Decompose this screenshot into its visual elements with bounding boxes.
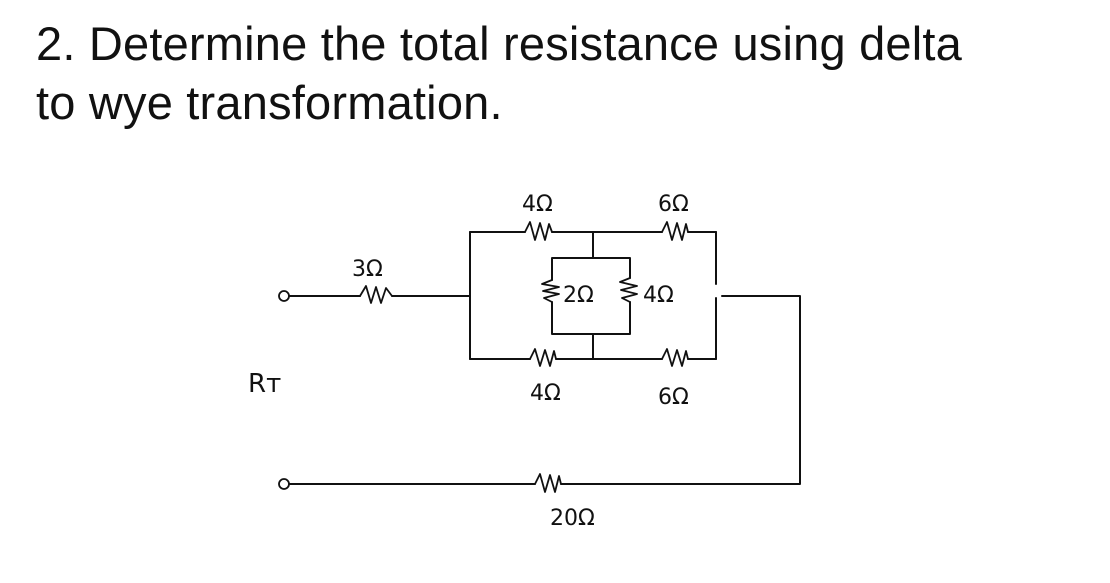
circuit-wires — [288, 231, 801, 485]
terminal-bottom — [278, 478, 290, 490]
label-series-top: 3Ω — [352, 257, 383, 282]
question-text: 2. Determine the total resistance using … — [36, 14, 1076, 132]
label-middle-right: 4Ω — [643, 283, 674, 308]
resistor-3ohm-symbol — [359, 285, 393, 304]
resistor-20ohm-symbol — [534, 473, 562, 493]
inner-box — [551, 257, 631, 335]
resistor-top-right-symbol — [661, 221, 689, 241]
label-middle-left: 2Ω — [563, 283, 594, 308]
label-bottom-left: 4Ω — [530, 381, 561, 406]
question-line-2: to wye transformation. — [36, 76, 503, 129]
resistor-bottom-left-symbol — [529, 348, 557, 367]
terminal-label: Rᴛ — [248, 369, 281, 399]
return-wire — [288, 295, 801, 485]
question-line-1: 2. Determine the total resistance using … — [36, 17, 963, 70]
resistor-top-left-symbol — [524, 221, 553, 241]
label-top-right: 6Ω — [658, 192, 689, 217]
label-bottom-right: 6Ω — [658, 385, 689, 410]
resistor-middle-right-symbol — [619, 277, 638, 303]
terminal-top — [278, 290, 290, 302]
label-top-left: 4Ω — [522, 192, 553, 217]
resistor-middle-left-symbol — [541, 279, 560, 303]
resistor-symbols — [359, 221, 689, 493]
resistor-bottom-right-symbol — [661, 348, 689, 367]
label-return-path: 20Ω — [550, 506, 595, 531]
